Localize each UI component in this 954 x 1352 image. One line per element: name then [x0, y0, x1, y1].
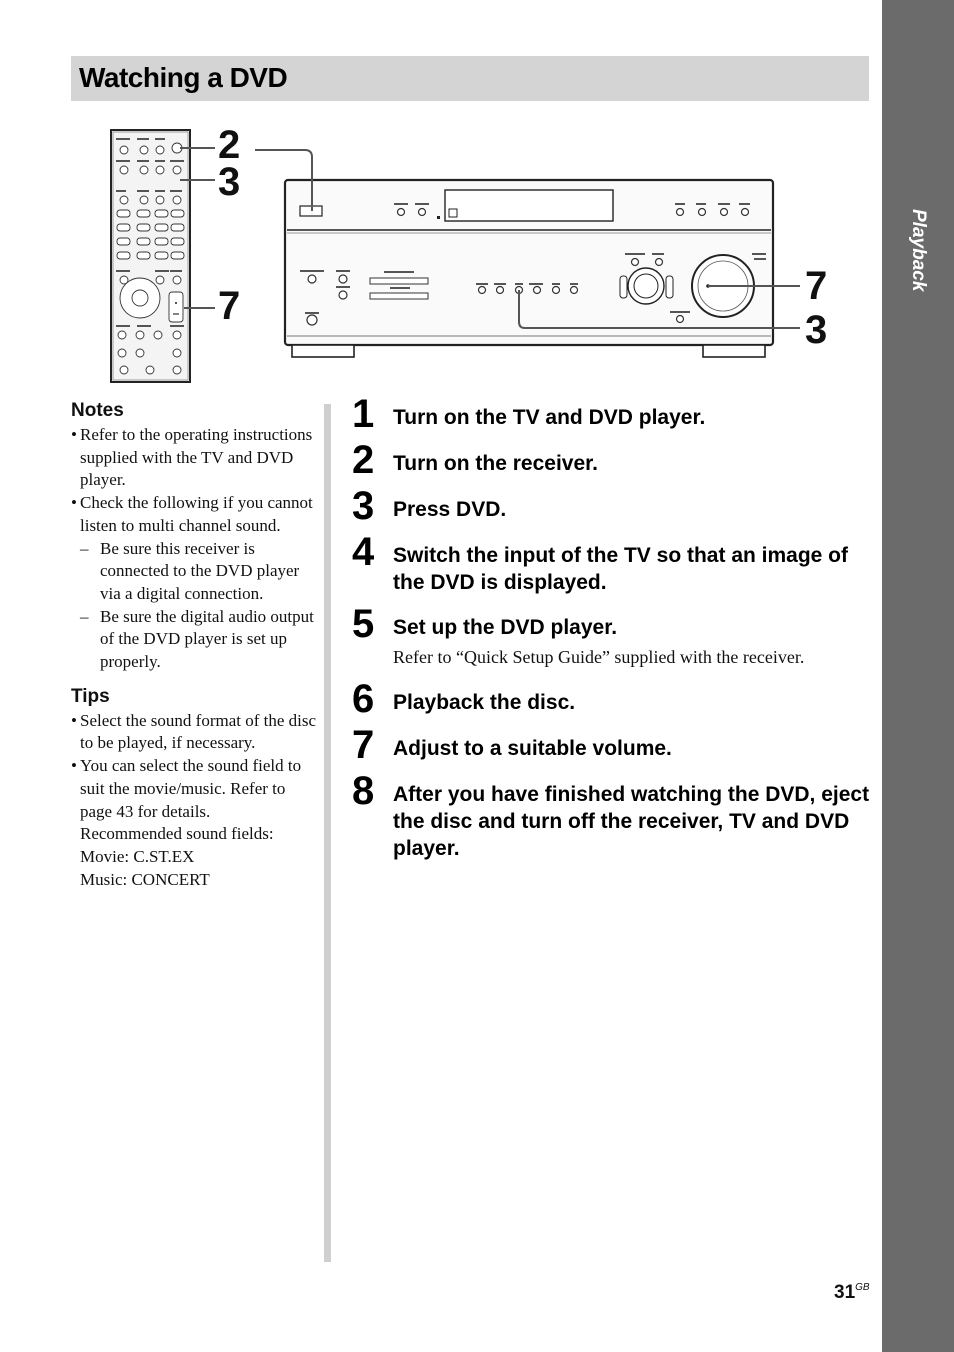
remote-control-drawing	[110, 129, 215, 383]
note-subitem: Be sure the digital audio output of the …	[71, 606, 319, 674]
notes-list: Refer to the operating instructions supp…	[71, 424, 319, 674]
step-number: 3	[352, 484, 375, 528]
step-3: 3 Press DVD.	[352, 486, 872, 532]
step-text: After you have finished watching the DVD…	[393, 783, 870, 860]
note-item: Refer to the operating instructions supp…	[71, 424, 319, 492]
tips-heading: Tips	[71, 685, 110, 707]
tip-item: You can select the sound field to suit t…	[71, 755, 319, 823]
device-illustration: 2 3 7 7 3	[100, 120, 840, 390]
step-text: Adjust to a suitable volume.	[393, 737, 672, 760]
tips-list: Select the sound format of the disc to b…	[71, 710, 319, 824]
step-text: Turn on the receiver.	[393, 452, 599, 475]
note-subitem: Be sure this receiver is connected to th…	[71, 538, 319, 606]
notes-tips-column: Notes Refer to the operating instruction…	[71, 400, 319, 891]
section-tab-label: Playback	[908, 208, 929, 292]
step-number: 4	[352, 530, 375, 574]
step-text: Playback the disc.	[393, 691, 576, 714]
step-number: 8	[352, 769, 375, 813]
page-number-suffix: GB	[855, 1282, 870, 1293]
column-divider	[324, 404, 331, 1262]
remote-callout-7: 7	[218, 284, 241, 328]
page-number: 31GB	[834, 1282, 870, 1304]
step-text: Press DVD.	[393, 498, 507, 521]
step-text: Turn on the TV and DVD player.	[393, 406, 706, 429]
step-1: 1 Turn on the TV and DVD player.	[352, 394, 872, 440]
tip-item: Select the sound format of the disc to b…	[71, 710, 319, 755]
tip-line: Music: CONCERT	[80, 869, 210, 889]
receiver-callout-3: 3	[805, 308, 828, 352]
notes-heading: Notes	[71, 400, 124, 421]
tip-line: Recommended sound fields:	[80, 824, 274, 844]
step-2: 2 Turn on the receiver.	[352, 440, 872, 486]
receiver-callout-7: 7	[805, 264, 828, 308]
step-number: 2	[352, 438, 375, 482]
step-number: 1	[352, 392, 375, 436]
remote-and-receiver-drawing	[110, 129, 800, 383]
tip-line: Movie: C.ST.EX	[80, 846, 195, 866]
remote-callout-3: 3	[218, 160, 241, 204]
steps-list: 1 Turn on the TV and DVD player. 2 Turn …	[352, 394, 872, 861]
receiver-drawing	[255, 149, 800, 358]
title-bar: Watching a DVD	[71, 56, 869, 101]
step-number: 6	[352, 677, 375, 721]
step-8: 8 After you have finished watching the D…	[352, 771, 872, 861]
step-text: Set up the DVD player.	[393, 616, 618, 639]
page-title: Watching a DVD	[79, 62, 288, 93]
step-description: Refer to “Quick Setup Guide” supplied wi…	[393, 647, 805, 667]
page-number-value: 31	[834, 1282, 856, 1303]
step-5: 5 Set up the DVD player. Refer to “Quick…	[352, 604, 872, 679]
step-7: 7 Adjust to a suitable volume.	[352, 725, 872, 771]
step-text: Switch the input of the TV so that an im…	[393, 544, 849, 594]
remote-callout-2: 2	[218, 123, 241, 167]
step-6: 6 Playback the disc.	[352, 679, 872, 725]
step-number: 5	[352, 602, 375, 646]
note-item: Check the following if you cannot listen…	[71, 492, 319, 537]
step-number: 7	[352, 723, 375, 767]
section-tab: Playback	[882, 0, 954, 1352]
step-4: 4 Switch the input of the TV so that an …	[352, 532, 872, 604]
